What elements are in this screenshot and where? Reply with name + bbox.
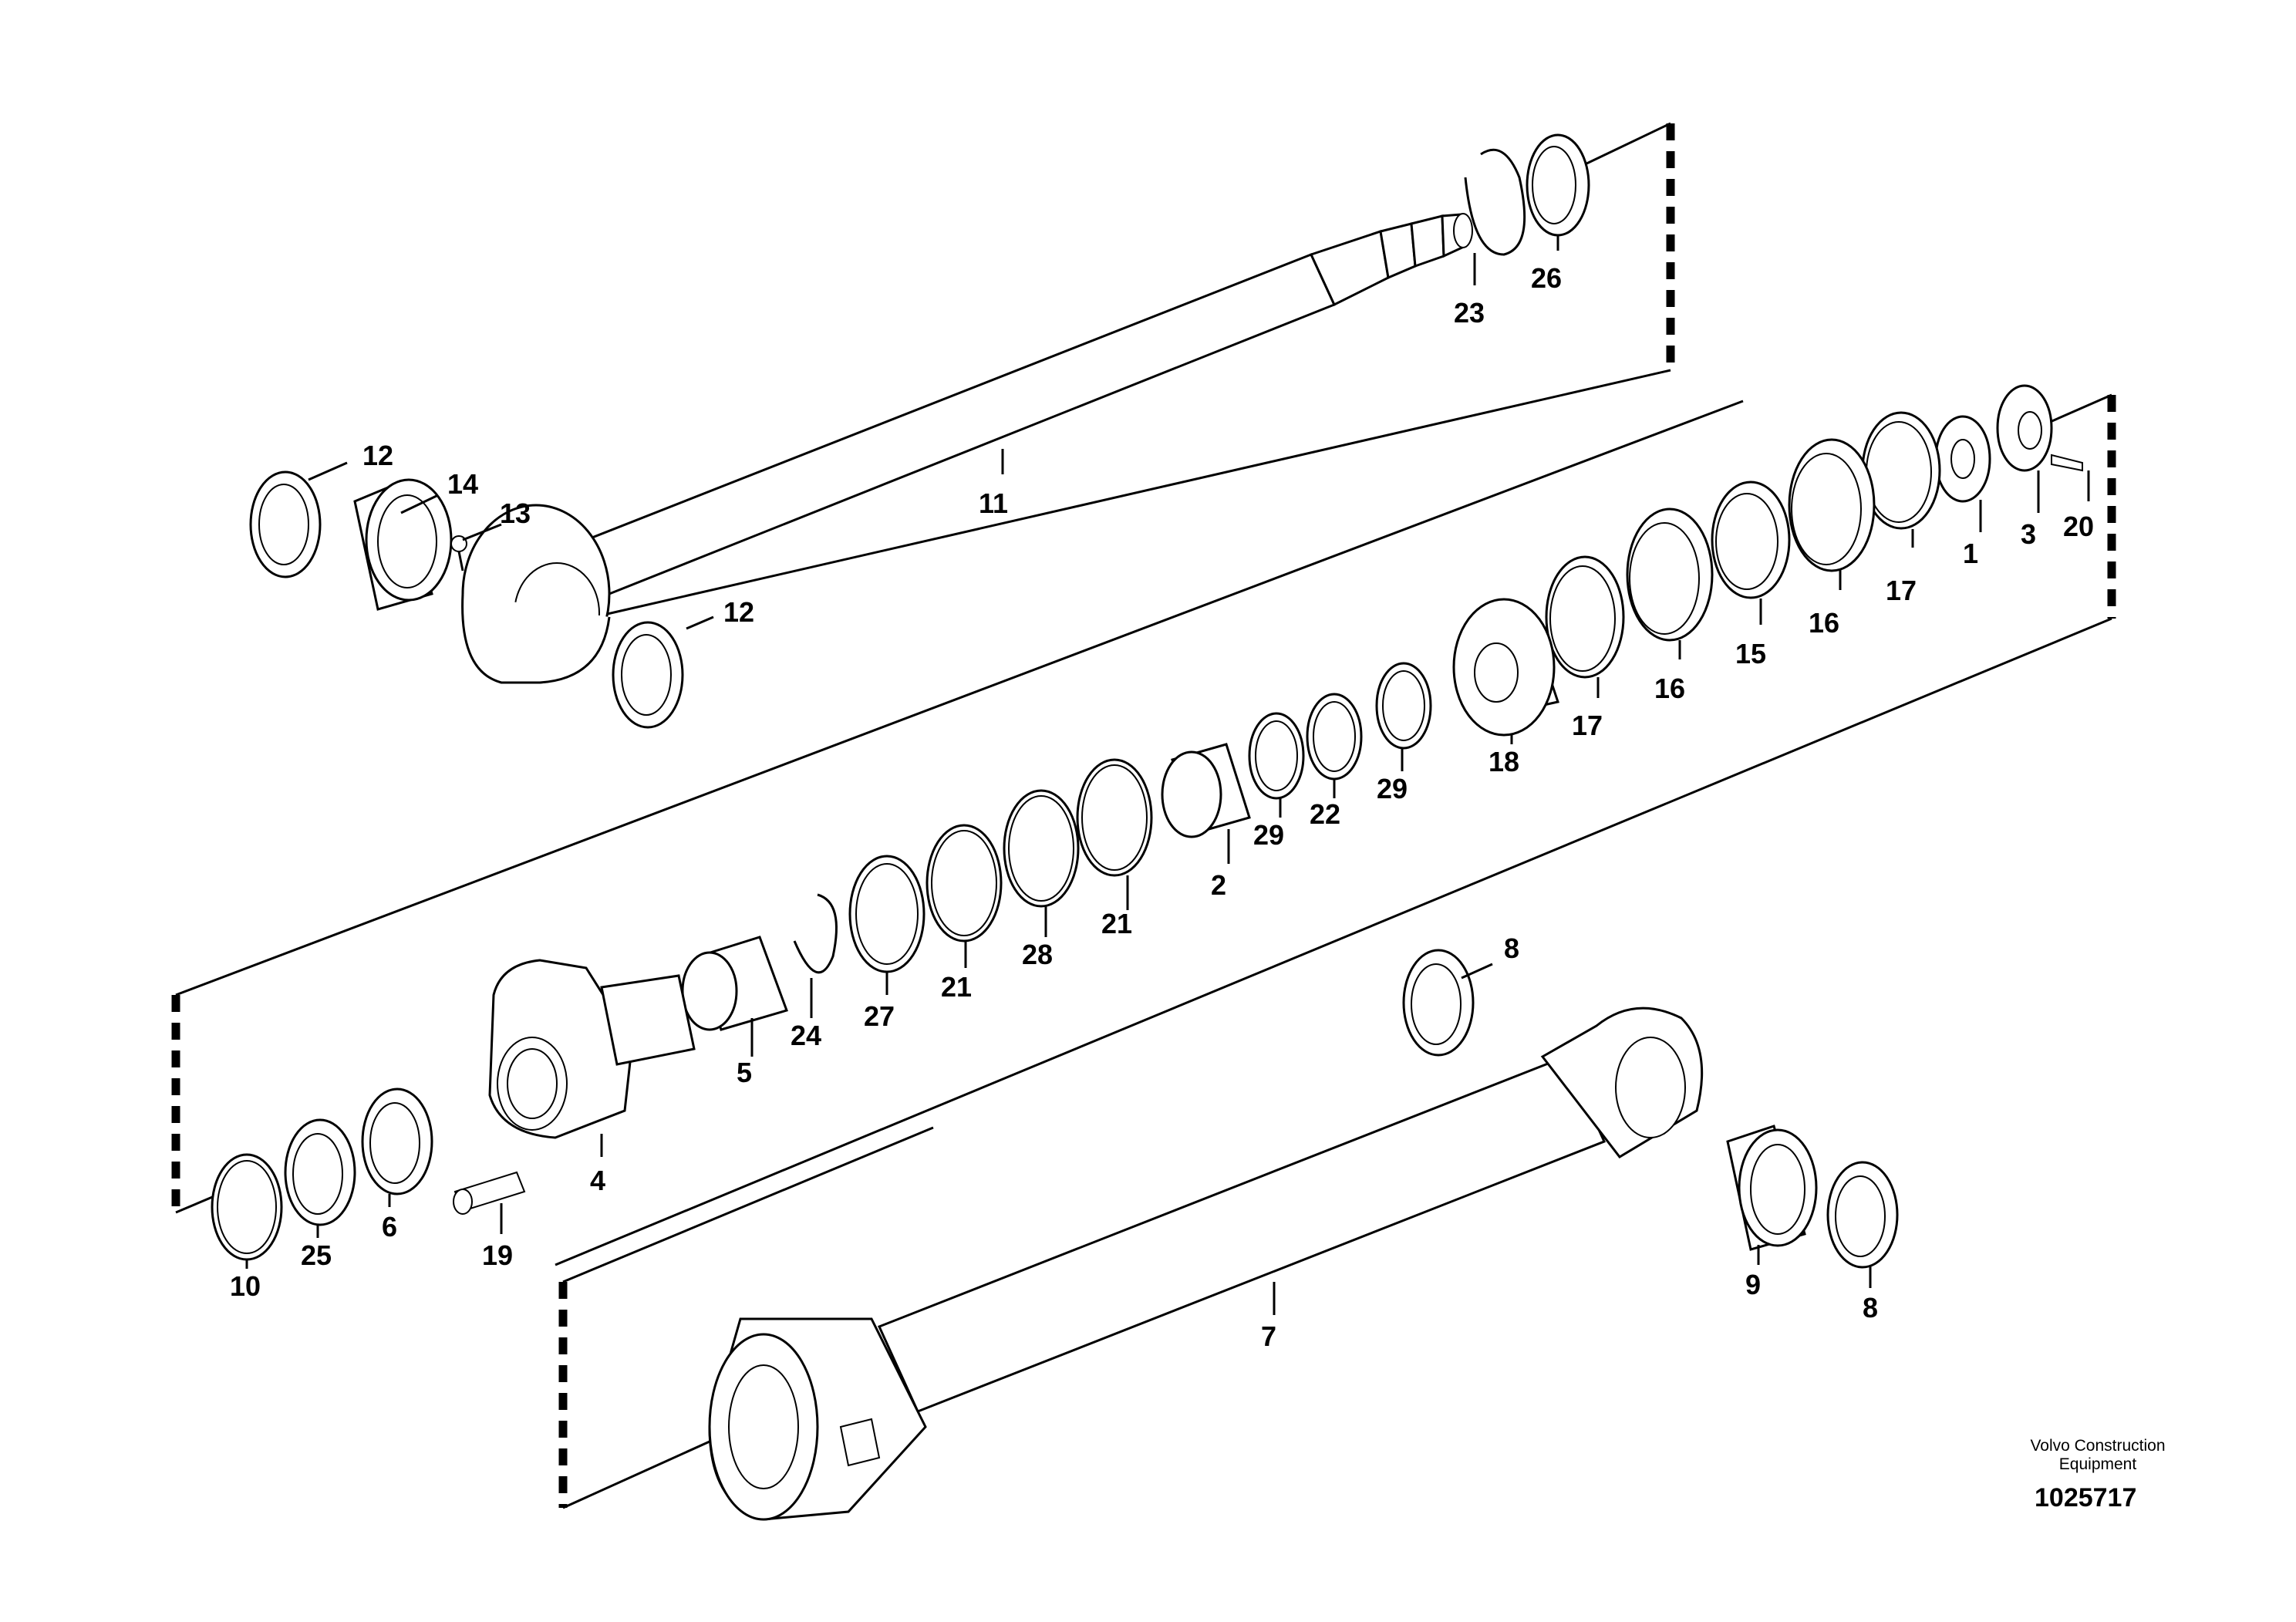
- wear-ring-16-right: [1788, 438, 1876, 572]
- leader-lines: [245, 235, 2090, 1315]
- cushion-ring-2: [1161, 743, 1251, 838]
- snap-ring-23: [1464, 148, 1526, 256]
- label-part-21-right: 21: [1101, 908, 1132, 939]
- label-part-16-right: 16: [1809, 607, 1839, 639]
- document-number: 1025717: [2035, 1483, 2137, 1512]
- piston-18: [1452, 598, 1559, 737]
- piston-nut-3: [1996, 384, 2053, 472]
- seal-ring-12-left: [249, 470, 322, 578]
- label-part-3: 3: [2021, 518, 2036, 550]
- label-part-25: 25: [301, 1239, 332, 1271]
- manufacturer-caption: Volvo Construction Equipment: [1974, 1437, 2221, 1474]
- o-ring-21-right: [1076, 758, 1153, 877]
- label-part-8-bottom: 8: [1863, 1292, 1878, 1324]
- label-part-8-top: 8: [1504, 932, 1519, 964]
- seal-25: [284, 1118, 356, 1226]
- seal-27: [848, 855, 925, 973]
- seal-ring-8-bottom: [1826, 1161, 1899, 1269]
- washer-1: [1934, 415, 1991, 503]
- seal-ring-8-top: [1402, 949, 1475, 1057]
- grease-nipple-13: [450, 535, 467, 572]
- manufacturer-line-2: Equipment: [2058, 1455, 2137, 1473]
- seal-ring-26: [1526, 133, 1590, 237]
- label-part-29-right: 29: [1377, 773, 1408, 804]
- seal-15: [1711, 481, 1791, 599]
- label-part-22: 22: [1310, 798, 1340, 830]
- label-part-12-top: 12: [362, 440, 393, 471]
- piston-rod: [461, 213, 1473, 684]
- label-part-17-right: 17: [1886, 575, 1917, 606]
- label-part-6: 6: [382, 1211, 397, 1243]
- bushing-9: [1726, 1125, 1818, 1251]
- o-ring-21-left: [925, 824, 1003, 943]
- label-part-11: 11: [979, 487, 1008, 519]
- seal-6: [361, 1088, 433, 1195]
- cylinder-head-4: [488, 959, 696, 1139]
- label-part-14: 14: [447, 468, 478, 500]
- o-ring-29-right: [1375, 662, 1432, 750]
- label-part-10: 10: [230, 1270, 261, 1302]
- label-part-18: 18: [1489, 746, 1519, 777]
- label-part-15: 15: [1735, 638, 1766, 669]
- part-labels: 23 26 11 12 14 13 12 1 3 20 17 16 15 16 …: [230, 262, 2094, 1352]
- backup-ring-22: [1306, 693, 1363, 781]
- backup-ring-28: [1003, 789, 1080, 908]
- label-part-24: 24: [791, 1020, 821, 1051]
- label-part-7: 7: [1261, 1320, 1276, 1352]
- label-part-9: 9: [1745, 1269, 1761, 1300]
- label-part-12-right: 12: [723, 596, 754, 628]
- seal-ring-12-right: [612, 621, 684, 729]
- cylinder-tube-7: [708, 1007, 1704, 1521]
- label-part-20: 20: [2063, 511, 2094, 542]
- seal-ring-17-right: [1861, 411, 1941, 530]
- label-part-21-left: 21: [941, 971, 972, 1003]
- label-part-2: 2: [1211, 869, 1226, 901]
- label-part-5: 5: [737, 1057, 752, 1088]
- seal-ring-17-left: [1545, 555, 1625, 679]
- label-part-17-left: 17: [1572, 710, 1603, 741]
- label-part-4: 4: [590, 1165, 605, 1196]
- label-part-28: 28: [1022, 939, 1053, 970]
- label-part-19: 19: [482, 1239, 513, 1271]
- group-frame-cylinder-tube: [558, 1126, 934, 1509]
- bushing-14: [353, 478, 453, 611]
- o-ring-29-left: [1248, 712, 1305, 800]
- bushing-5: [681, 936, 788, 1031]
- label-part-16-left: 16: [1654, 673, 1685, 704]
- label-part-23: 23: [1454, 297, 1485, 329]
- wear-ring-16-left: [1626, 508, 1714, 642]
- label-part-1: 1: [1963, 538, 1978, 569]
- manufacturer-line-1: Volvo Construction: [2030, 1437, 2166, 1455]
- bolt-19: [453, 1171, 526, 1215]
- set-screw-20: [2051, 454, 2083, 472]
- label-part-29-left: 29: [1253, 819, 1284, 851]
- label-part-13: 13: [500, 497, 531, 529]
- label-part-27: 27: [864, 1000, 895, 1032]
- label-part-26: 26: [1531, 262, 1562, 294]
- dust-seal-10: [211, 1153, 283, 1261]
- snap-ring-24: [793, 893, 838, 974]
